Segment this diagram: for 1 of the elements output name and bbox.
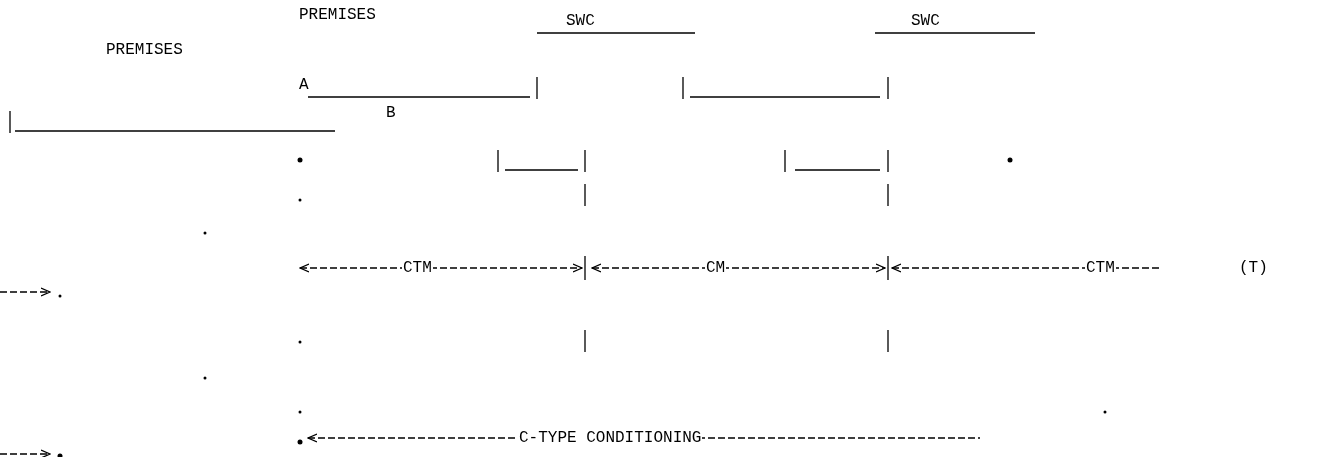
label: (T) [1238,259,1269,277]
